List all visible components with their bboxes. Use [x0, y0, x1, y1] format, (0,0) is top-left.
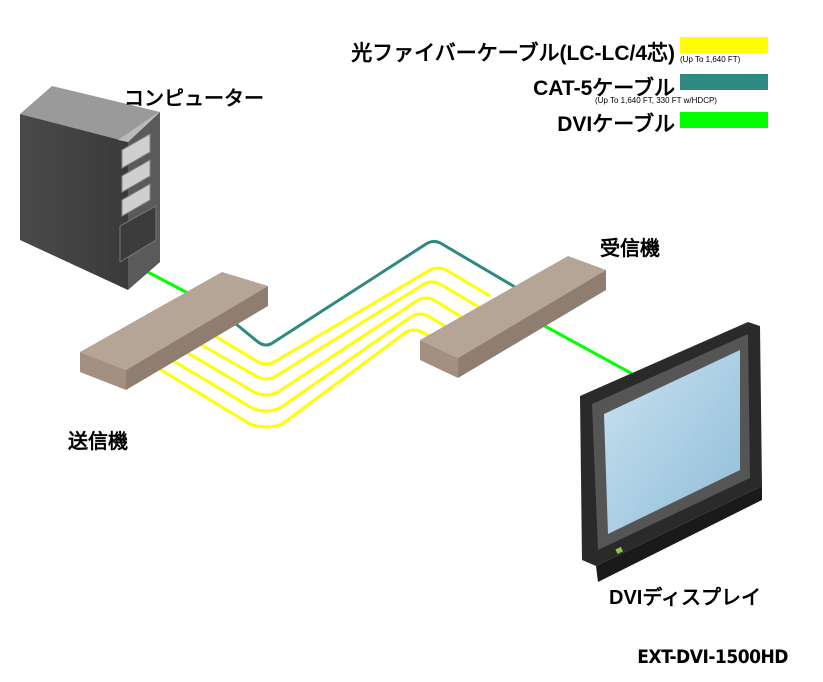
legend-cat5-label: CAT-5ケーブル	[533, 77, 675, 100]
legend-fiber-swatch	[680, 37, 768, 53]
legend-cat5-note: (Up To 1,640 FT, 330 FT w/HDCP)	[595, 96, 717, 105]
transmitter-label: 送信機	[68, 431, 128, 453]
fiber-cables	[157, 266, 491, 429]
computer-tower	[20, 86, 160, 290]
fiber-cable-3	[185, 296, 477, 397]
model-number: EXT-DVI-1500HD	[637, 646, 788, 668]
fiber-cable-1	[214, 266, 491, 366]
dvi-display	[580, 322, 762, 582]
fiber-cable-4	[171, 312, 469, 413]
display-label: DVIディスプレイ	[609, 587, 761, 609]
transmitter-box	[80, 272, 268, 390]
legend-fiber-note: (Up To 1,640 FT)	[680, 55, 741, 64]
cat5-cable	[235, 240, 521, 347]
legend-dvi-label: DVIケーブル	[557, 113, 675, 136]
legend-fiber-label: 光ファイバーケーブル(LC-LC/4芯)	[351, 42, 675, 65]
legend-cat5-swatch	[680, 74, 768, 90]
fiber-cable-2	[199, 280, 485, 381]
dvi-cable-display	[529, 316, 641, 380]
fiber-cable-5	[157, 328, 461, 429]
computer-label: コンピューター	[124, 88, 264, 110]
receiver-label: 受信機	[600, 238, 660, 260]
receiver-box	[420, 256, 606, 378]
legend-dvi-swatch	[680, 112, 768, 128]
